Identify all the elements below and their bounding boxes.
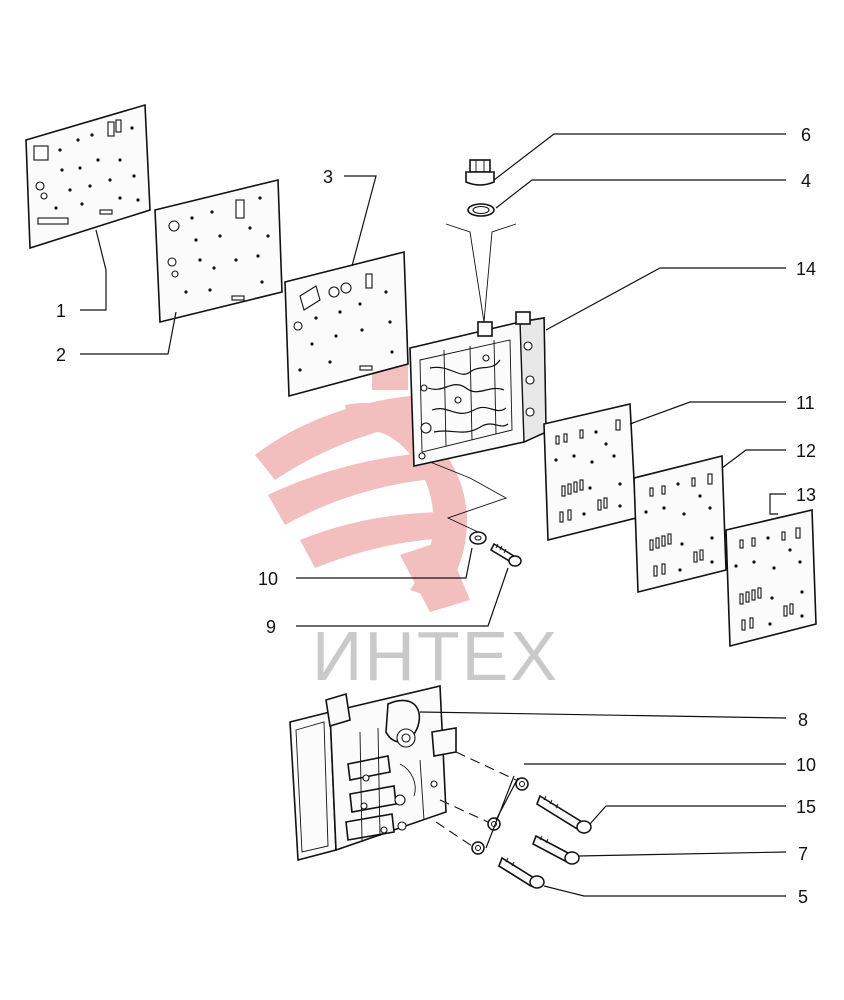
valve-body-assembly-8 — [289, 684, 457, 862]
callout-15: 15 — [796, 797, 816, 817]
callout-9: 9 — [266, 617, 276, 637]
bolt-assembly-paths — [435, 751, 517, 847]
bolt-9 — [489, 542, 522, 567]
bolt-15 — [536, 794, 592, 834]
washer-10-lower-a — [515, 777, 529, 791]
washer-10-lower-c — [471, 841, 485, 855]
bolt-7 — [532, 834, 580, 865]
plug-funnel-lines — [445, 223, 517, 323]
plate-12 — [633, 454, 727, 594]
callout-1: 1 — [56, 301, 66, 321]
callout-4: 4 — [801, 171, 811, 191]
callout-7: 7 — [798, 844, 808, 864]
callout-5: 5 — [798, 887, 808, 907]
assembly-path-upper — [429, 461, 508, 533]
gasket-3 — [284, 250, 409, 398]
callout-8: 8 — [798, 710, 808, 730]
callout-6: 6 — [801, 125, 811, 145]
callout-11: 11 — [796, 393, 815, 413]
callout-3: 3 — [323, 167, 333, 187]
plug-6 — [465, 159, 495, 186]
callout-2: 2 — [56, 345, 66, 365]
washer-10-upper — [469, 531, 487, 545]
watermark-text: ИНТЕХ — [312, 617, 559, 695]
callout-12: 12 — [796, 441, 816, 461]
plate-11 — [543, 403, 637, 542]
bolt-5 — [498, 856, 545, 889]
callout-14: 14 — [796, 259, 816, 279]
callout-10-lower: 10 — [796, 755, 816, 775]
leader-lines — [80, 133, 787, 897]
callout-10-upper: 10 — [258, 569, 278, 589]
seal-ring-4 — [467, 203, 495, 217]
plate-1 — [25, 103, 151, 250]
callout-13: 13 — [796, 485, 816, 505]
plate-13 — [725, 509, 817, 648]
valve-body-14 — [409, 311, 547, 467]
plate-2 — [154, 178, 283, 324]
